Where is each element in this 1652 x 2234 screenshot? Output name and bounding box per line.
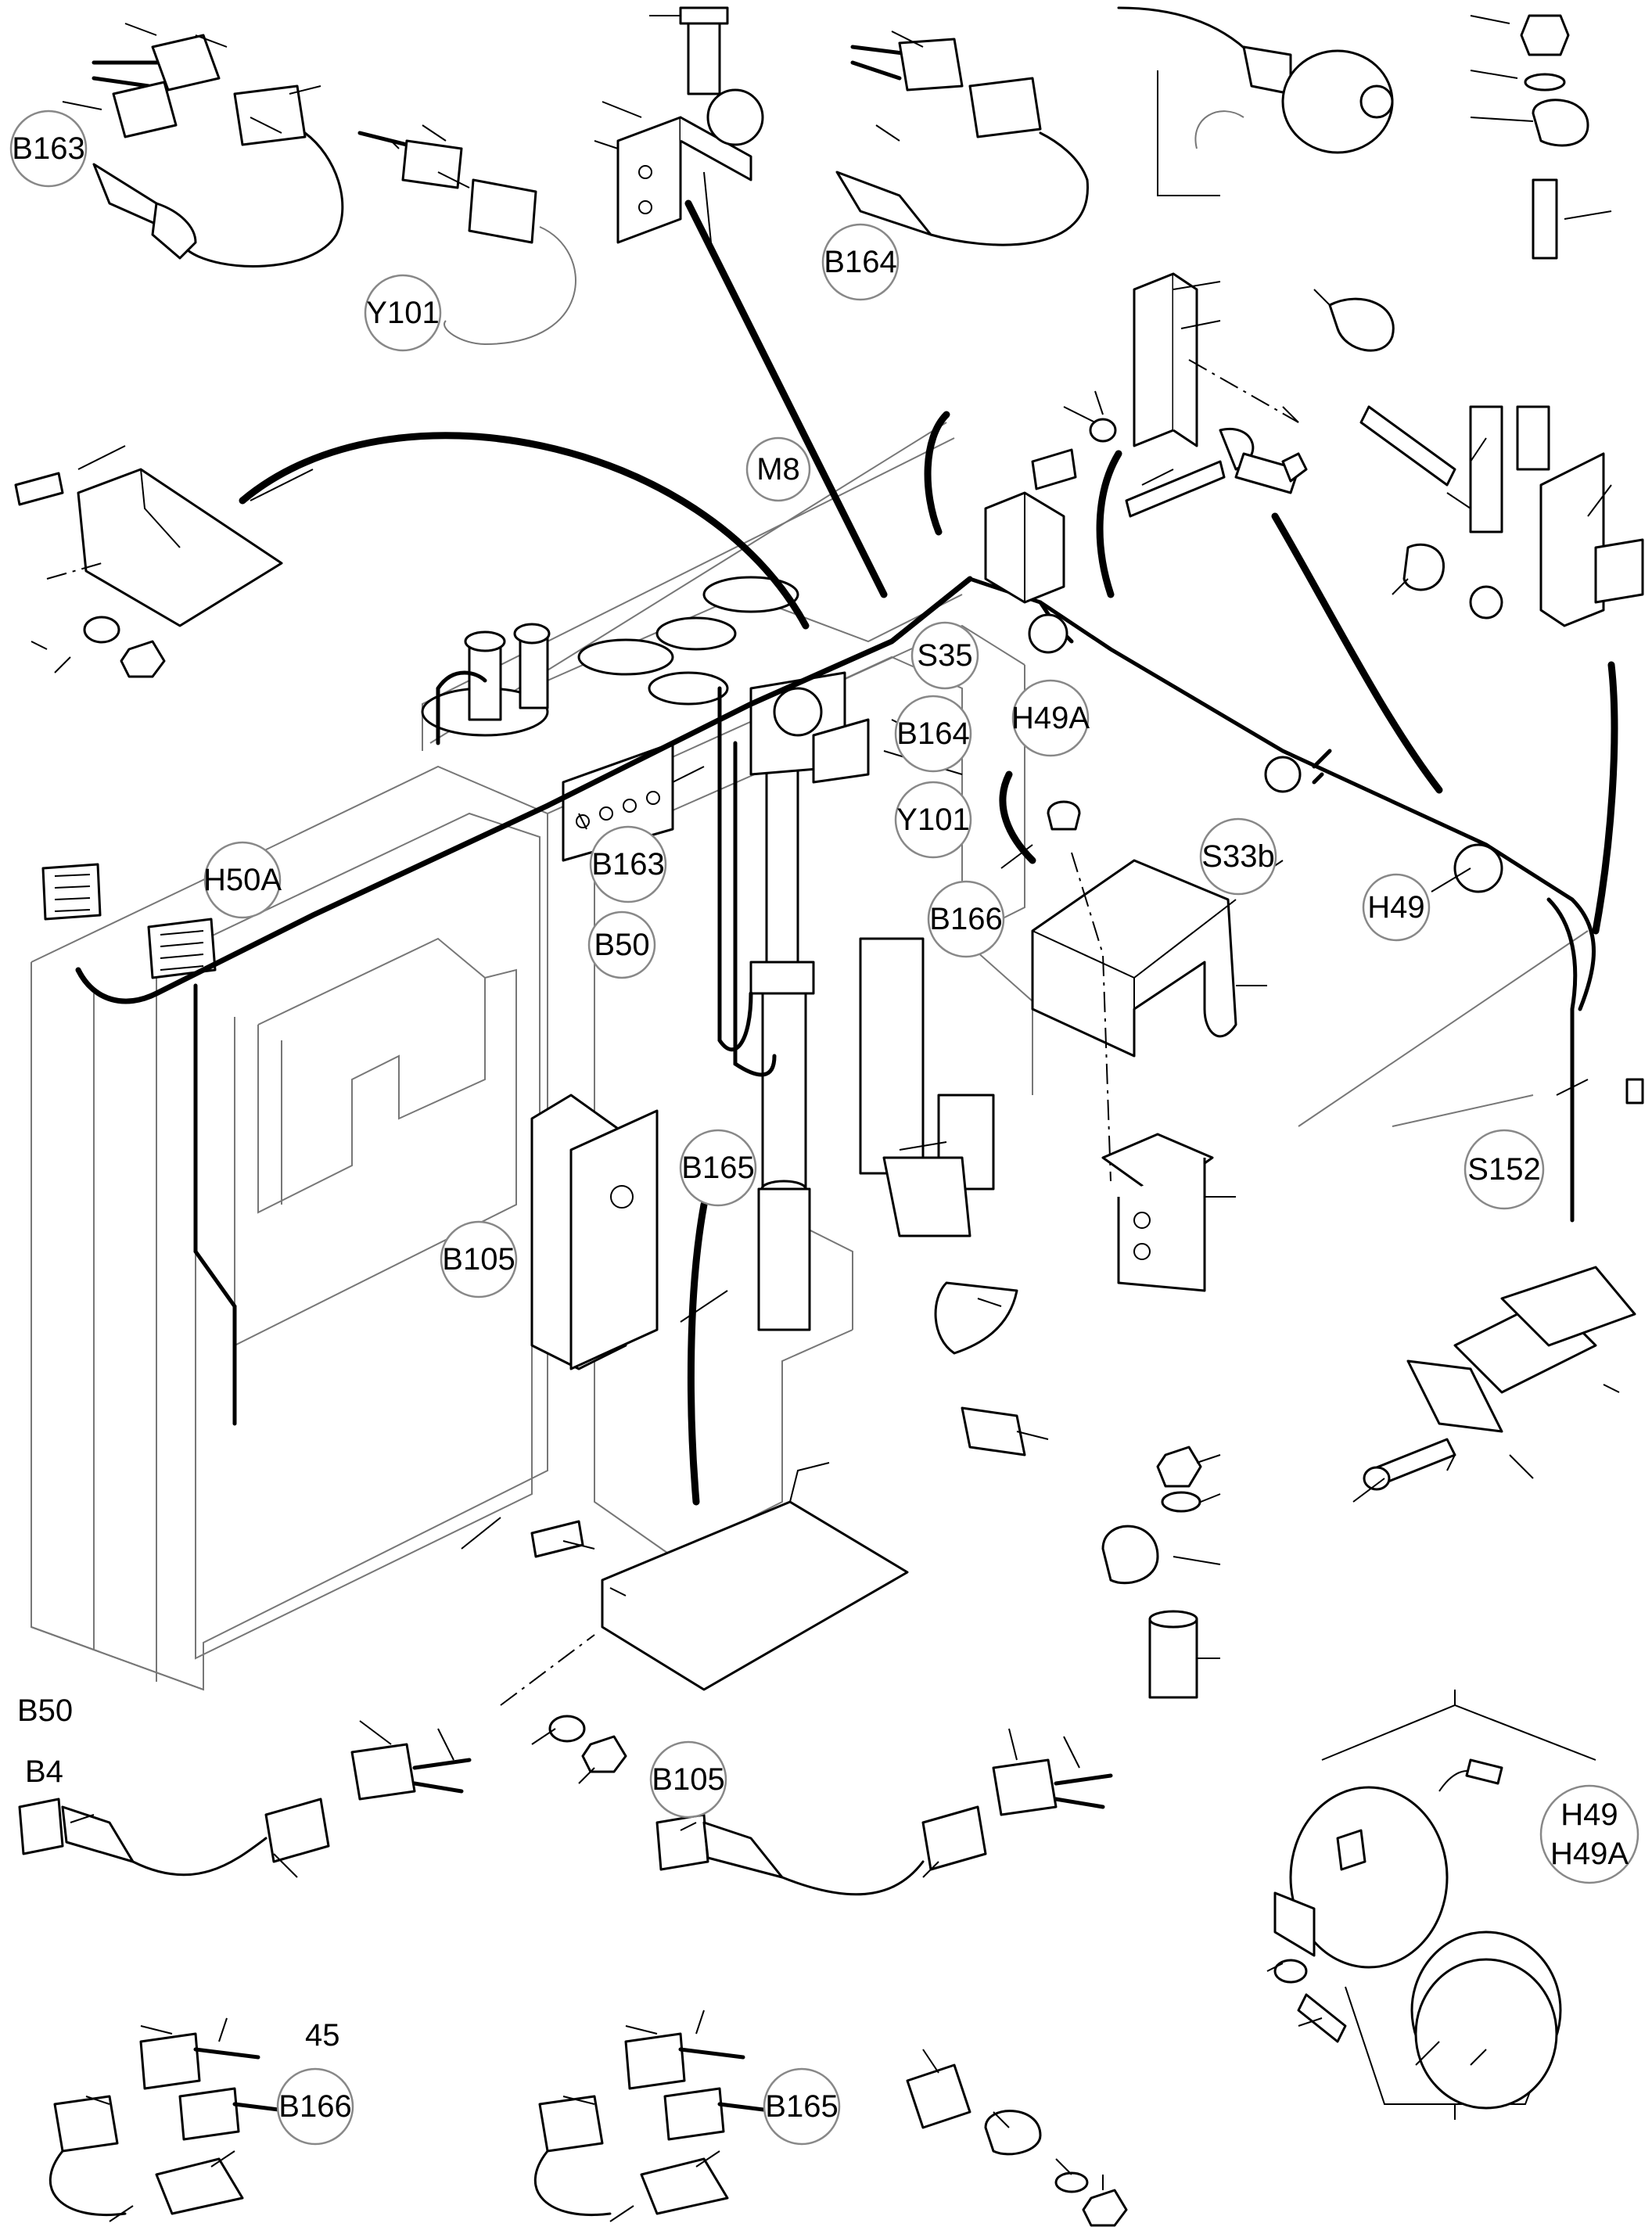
label-b166-mid: B166 [929,902,1002,936]
protective-cover [1031,800,1237,1292]
label-b4-bottom: B4 [25,1755,63,1789]
detail-left-shield [14,468,283,678]
junction-box [984,491,1644,1104]
detail-clamp-blocks [1363,1266,1636,1491]
detail-b163-y101 [92,34,576,346]
callout-y101-top: Y101 [364,274,442,352]
label-b50-mid: B50 [594,928,649,962]
detail-horn-bottom [1273,1690,1596,2120]
callout-b163-mid: B163 [589,825,667,903]
callout-b166-bottom: B166 [276,2067,354,2146]
callout-b164-mid: B164 [894,695,972,773]
detail-b50-b4 [18,1743,472,1877]
callout-b105-mid: B105 [440,1220,518,1298]
label-h49a: H49A [1011,701,1090,735]
callout-b105-bottom: B105 [649,1740,727,1819]
label-m8: M8 [756,452,800,487]
label-y101-top: Y101 [366,296,439,330]
label-b105-mid: B105 [442,1242,515,1277]
label-y101-mid: Y101 [896,803,969,837]
label-s33b: S33b [1201,839,1274,874]
callout-b164-top: B164 [821,223,900,301]
callout-y101-mid: Y101 [894,781,972,859]
label-b165-mid: B165 [681,1151,754,1185]
label-h50a: H50A [203,863,282,897]
label-b50-bottom: B50 [17,1693,73,1728]
callout-b165-bottom: B165 [763,2067,841,2146]
detail-horn-top [1117,6,1589,260]
main-wiring-harness [75,199,1618,1506]
label-b163-top: B163 [12,131,84,166]
detail-b105 [655,1758,1113,1896]
callouts: B163 Y101 B164 M8 S35 B164 Y101 H49A [9,110,1639,2146]
callout-s152: S152 [1463,1129,1545,1210]
callout-b163-top: B163 [9,110,88,188]
detail-b164 [835,38,1089,246]
label-s35: S35 [917,638,972,673]
callout-h49-h49a-bottom: H49 H49A [1539,1784,1639,1884]
label-h49a-bottom: H49A [1550,1837,1629,1871]
label-h49: H49 [1367,890,1424,925]
detail-lower-shield [500,1462,909,1773]
callout-h49: H49 [1362,873,1431,942]
detail-right-brackets [1031,272,1644,627]
label-b164-mid: B164 [896,717,969,751]
callout-b50-mid: B50 [587,910,656,979]
callout-m8: M8 [745,436,811,502]
detail-b166 [48,2032,300,2216]
label-b163-mid: B163 [591,847,664,882]
tank-top-components [41,576,995,1370]
callout-s33b: S33b [1199,817,1277,896]
detail-clamp [934,1281,1202,1699]
label-b105-bottom: B105 [652,1762,724,1797]
callout-b165-mid: B165 [679,1129,757,1207]
machine-body [31,422,1589,1691]
detail-b165 [533,2032,785,2216]
callout-s35: S35 [910,621,979,690]
label-b164-top: B164 [824,245,896,279]
label-b166-bottom: B166 [278,2089,351,2124]
callout-b166-mid: B166 [927,880,1005,958]
detail-small-clamp [906,2063,1128,2227]
label-h49-bottom: H49 [1560,1798,1618,1832]
detail-top-bracket [602,6,764,251]
callout-h49a: H49A [1011,679,1090,757]
callout-h50a: H50A [203,841,282,919]
label-s152: S152 [1467,1152,1540,1187]
label-b165-bottom: B165 [765,2089,838,2124]
label-item-45: 45 [305,2018,340,2053]
leader-lines [31,15,1620,2222]
